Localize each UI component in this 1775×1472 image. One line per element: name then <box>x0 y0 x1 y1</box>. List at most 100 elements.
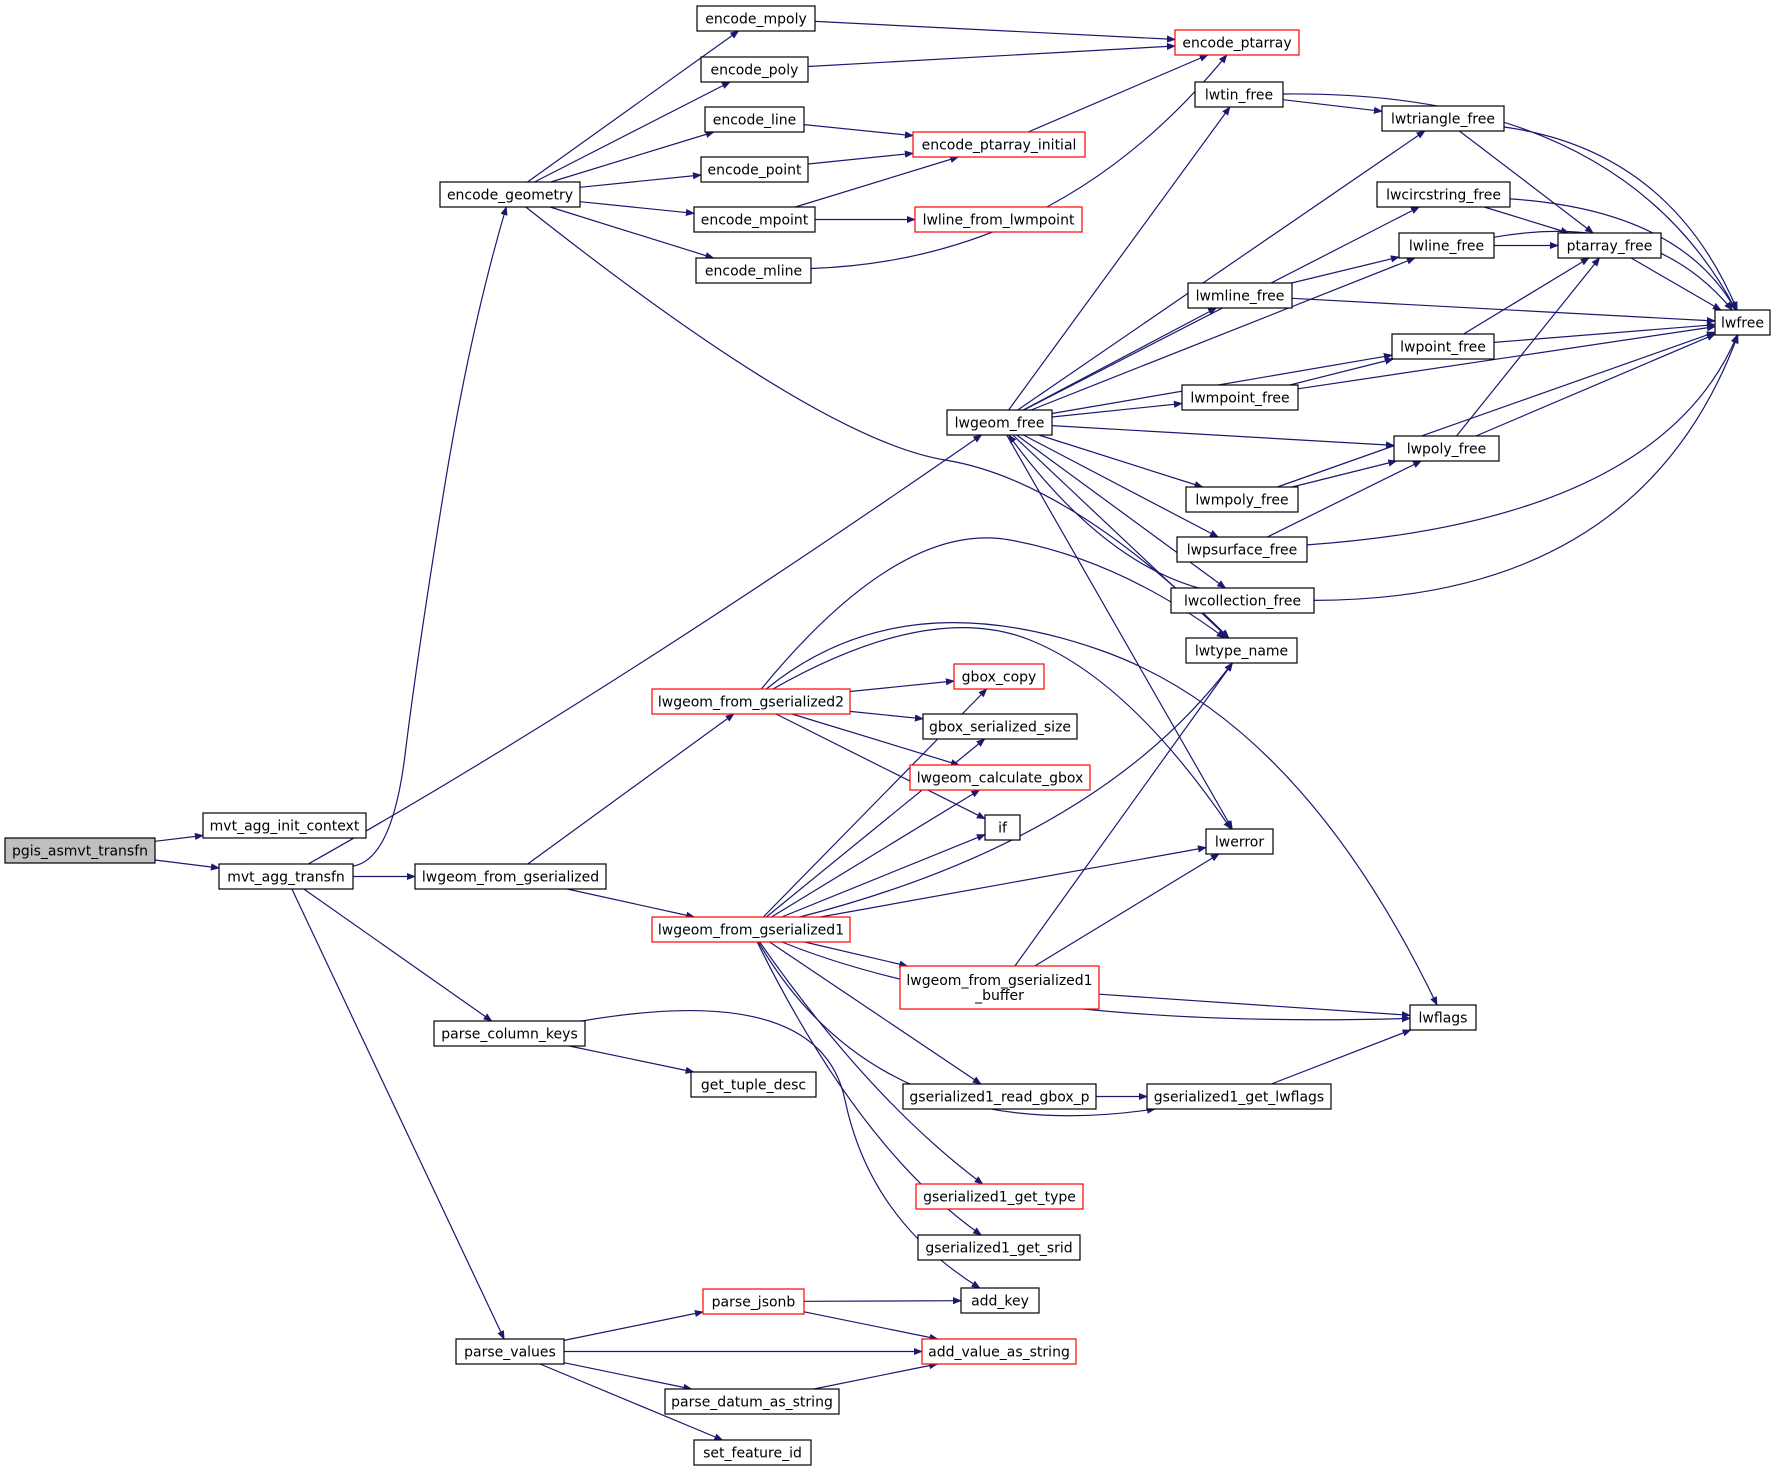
node-box-lwpoly_free[interactable] <box>1393 435 1500 462</box>
node-box-gserialized1_get_lwflags[interactable] <box>1146 1083 1332 1110</box>
node-lwflags[interactable]: lwflags <box>1409 1004 1477 1031</box>
node-encode_point[interactable]: encode_point <box>700 156 809 183</box>
node-box-gserialized1_read_gbox_p[interactable] <box>902 1083 1097 1110</box>
node-box-add_key[interactable] <box>960 1287 1040 1314</box>
node-box-mvt_agg_transfn[interactable] <box>218 863 354 890</box>
node-lwmpoly_free[interactable]: lwmpoly_free <box>1185 486 1299 513</box>
node-box-lwtin_free[interactable] <box>1194 81 1284 108</box>
node-box-encode_mline[interactable] <box>695 257 812 284</box>
node-encode_poly[interactable]: encode_poly <box>700 56 809 83</box>
node-box-encode_ptarray[interactable] <box>1174 29 1300 56</box>
node-box-gserialized1_get_srid[interactable] <box>917 1234 1081 1261</box>
node-box-lwline_free[interactable] <box>1398 232 1495 259</box>
node-lwcollection_free[interactable]: lwcollection_free <box>1170 587 1315 614</box>
node-box-encode_line[interactable] <box>704 106 805 133</box>
node-lwmpoint_free[interactable]: lwmpoint_free <box>1181 384 1299 411</box>
node-encode_geometry[interactable]: encode_geometry <box>439 181 581 208</box>
node-box-lwgeom_free[interactable] <box>946 409 1053 436</box>
node-encode_line[interactable]: encode_line <box>704 106 805 133</box>
node-box-gserialized1_get_type[interactable] <box>915 1183 1084 1210</box>
node-gserialized1_get_lwflags[interactable]: gserialized1_get_lwflags <box>1146 1083 1332 1110</box>
node-box-gbox_serialized_size[interactable] <box>922 713 1078 740</box>
node-if[interactable]: if <box>984 814 1021 841</box>
node-box-mvt_agg_init_context[interactable] <box>202 812 367 839</box>
node-lwmline_free[interactable]: lwmline_free <box>1187 282 1293 309</box>
node-box-lwpsurface_free[interactable] <box>1176 536 1308 563</box>
node-lwtin_free[interactable]: lwtin_free <box>1194 81 1284 108</box>
node-box-encode_poly[interactable] <box>700 56 809 83</box>
node-gserialized1_get_type[interactable]: gserialized1_get_type <box>915 1183 1084 1210</box>
node-box-encode_ptarray_initial[interactable] <box>912 131 1086 158</box>
node-box-lwmline_free[interactable] <box>1187 282 1293 309</box>
node-box-lwgeom_from_gserialized1[interactable] <box>651 916 851 943</box>
node-lwfree[interactable]: lwfree <box>1714 309 1771 336</box>
node-encode_mpoint[interactable]: encode_mpoint <box>693 206 816 233</box>
node-box-lwmpoint_free[interactable] <box>1181 384 1299 411</box>
node-box-parse_jsonb[interactable] <box>702 1288 805 1315</box>
node-box-parse_values[interactable] <box>455 1338 565 1365</box>
node-add_value_as_string[interactable]: add_value_as_string <box>921 1338 1077 1365</box>
node-lwline_free[interactable]: lwline_free <box>1398 232 1495 259</box>
node-box-ptarray_free[interactable] <box>1557 232 1662 259</box>
node-box-lwfree[interactable] <box>1714 309 1771 336</box>
node-ptarray_free[interactable]: ptarray_free <box>1557 232 1662 259</box>
node-lwgeom_from_gserialized1[interactable]: lwgeom_from_gserialized1 <box>651 916 851 943</box>
node-box-parse_datum_as_string[interactable] <box>664 1388 840 1415</box>
node-mvt_agg_transfn[interactable]: mvt_agg_transfn <box>218 863 354 890</box>
node-encode_mline[interactable]: encode_mline <box>695 257 812 284</box>
node-lwpoly_free[interactable]: lwpoly_free <box>1393 435 1500 462</box>
node-parse_datum_as_string[interactable]: parse_datum_as_string <box>664 1388 840 1415</box>
node-gserialized1_read_gbox_p[interactable]: gserialized1_read_gbox_p <box>902 1083 1097 1110</box>
node-gserialized1_get_srid[interactable]: gserialized1_get_srid <box>917 1234 1081 1261</box>
node-box-lwtype_name[interactable] <box>1185 637 1298 664</box>
node-box-parse_column_keys[interactable] <box>433 1020 586 1047</box>
node-box-set_feature_id[interactable] <box>693 1439 812 1466</box>
node-lwline_from_lwmpoint[interactable]: lwline_from_lwmpoint <box>914 206 1083 233</box>
node-box-lwgeom_from_gserialized1_buffer[interactable] <box>899 965 1100 1010</box>
node-lwgeom_from_gserialized2[interactable]: lwgeom_from_gserialized2 <box>651 688 851 715</box>
node-box-lwtriangle_free[interactable] <box>1381 105 1505 132</box>
node-box-lwgeom_from_gserialized2[interactable] <box>651 688 851 715</box>
node-gbox_copy[interactable]: gbox_copy <box>953 663 1045 690</box>
node-box-lwflags[interactable] <box>1409 1004 1477 1031</box>
node-lwgeom_free[interactable]: lwgeom_free <box>946 409 1053 436</box>
node-box-lwpoint_free[interactable] <box>1391 333 1495 360</box>
node-box-add_value_as_string[interactable] <box>921 1338 1077 1365</box>
node-box-lwgeom_from_gserialized[interactable] <box>414 863 607 890</box>
node-lwgeom_calculate_gbox[interactable]: lwgeom_calculate_gbox <box>909 764 1091 791</box>
node-box-pgis_asmvt_transfn[interactable] <box>4 837 156 864</box>
node-set_feature_id[interactable]: set_feature_id <box>693 1439 812 1466</box>
node-box-lwcollection_free[interactable] <box>1170 587 1315 614</box>
node-add_key[interactable]: add_key <box>960 1287 1040 1314</box>
node-encode_mpoly[interactable]: encode_mpoly <box>696 5 816 32</box>
node-box-gbox_copy[interactable] <box>953 663 1045 690</box>
node-box-encode_mpoint[interactable] <box>693 206 816 233</box>
node-lwgeom_from_gserialized1_buffer[interactable]: lwgeom_from_gserialized1_buffer <box>899 965 1100 1010</box>
node-get_tuple_desc[interactable]: get_tuple_desc <box>690 1071 817 1098</box>
node-lwtriangle_free[interactable]: lwtriangle_free <box>1381 105 1505 132</box>
node-pgis_asmvt_transfn[interactable]: pgis_asmvt_transfn <box>4 837 156 864</box>
node-encode_ptarray[interactable]: encode_ptarray <box>1174 29 1300 56</box>
node-box-lwerror[interactable] <box>1205 828 1274 855</box>
node-parse_values[interactable]: parse_values <box>455 1338 565 1365</box>
node-box-encode_mpoly[interactable] <box>696 5 816 32</box>
node-box-get_tuple_desc[interactable] <box>690 1071 817 1098</box>
node-lwpoint_free[interactable]: lwpoint_free <box>1391 333 1495 360</box>
node-parse_column_keys[interactable]: parse_column_keys <box>433 1020 586 1047</box>
node-box-lwline_from_lwmpoint[interactable] <box>914 206 1083 233</box>
node-lwtype_name[interactable]: lwtype_name <box>1185 637 1298 664</box>
node-box-encode_point[interactable] <box>700 156 809 183</box>
node-box-lwgeom_calculate_gbox[interactable] <box>909 764 1091 791</box>
node-lwerror[interactable]: lwerror <box>1205 828 1274 855</box>
node-lwgeom_from_gserialized[interactable]: lwgeom_from_gserialized <box>414 863 607 890</box>
node-lwcircstring_free[interactable]: lwcircstring_free <box>1376 181 1511 208</box>
node-lwpsurface_free[interactable]: lwpsurface_free <box>1176 536 1308 563</box>
node-box-if[interactable] <box>984 814 1021 841</box>
node-box-encode_geometry[interactable] <box>439 181 581 208</box>
node-gbox_serialized_size[interactable]: gbox_serialized_size <box>922 713 1078 740</box>
node-box-lwcircstring_free[interactable] <box>1376 181 1511 208</box>
node-box-lwmpoly_free[interactable] <box>1185 486 1299 513</box>
node-encode_ptarray_initial[interactable]: encode_ptarray_initial <box>912 131 1086 158</box>
node-mvt_agg_init_context[interactable]: mvt_agg_init_context <box>202 812 367 839</box>
node-parse_jsonb[interactable]: parse_jsonb <box>702 1288 805 1315</box>
